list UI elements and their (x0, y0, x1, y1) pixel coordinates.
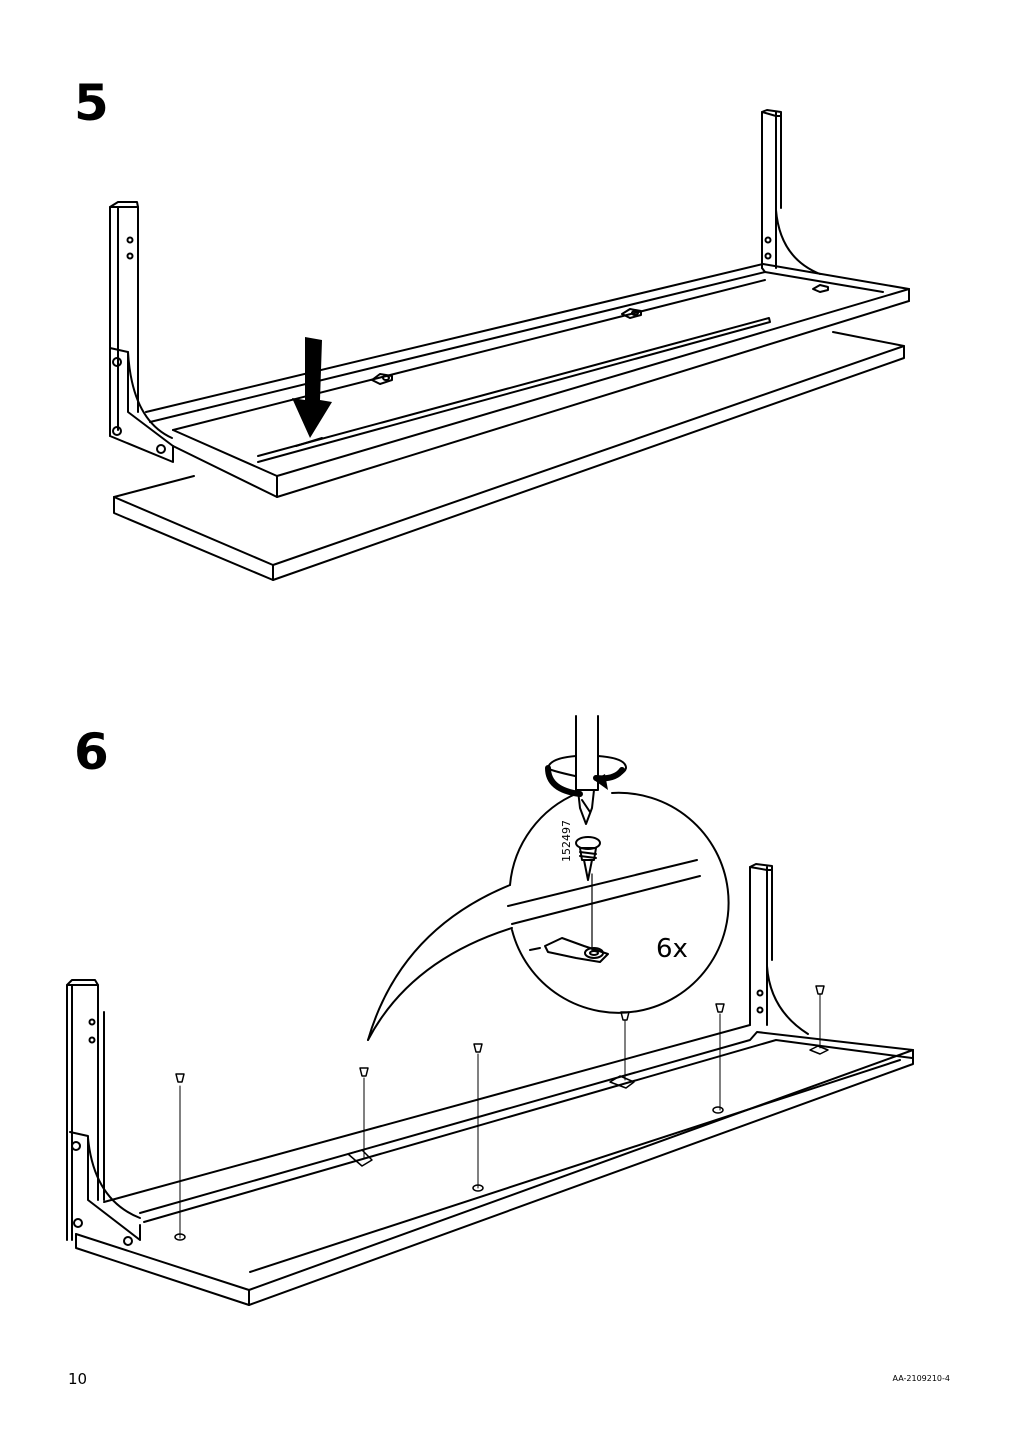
rotate-clockwise-icon (545, 755, 627, 797)
part-number-label: 152497 (560, 820, 573, 862)
shelf-board (113, 331, 905, 581)
screw-icon (575, 836, 601, 881)
detail-callout (367, 791, 730, 1041)
clip-screw-markers (174, 985, 829, 1241)
step-number-6: 6 (74, 723, 109, 781)
quantity-label: 6x (656, 934, 688, 964)
down-arrow-icon (292, 337, 332, 438)
step-number-5: 5 (74, 74, 109, 132)
shelf-assembled (66, 863, 914, 1306)
shelf-frame (109, 109, 910, 498)
screwdriver-icon (575, 715, 599, 825)
page-number: 10 (68, 1370, 88, 1388)
document-code: AA-2109210-4 (892, 1374, 950, 1383)
